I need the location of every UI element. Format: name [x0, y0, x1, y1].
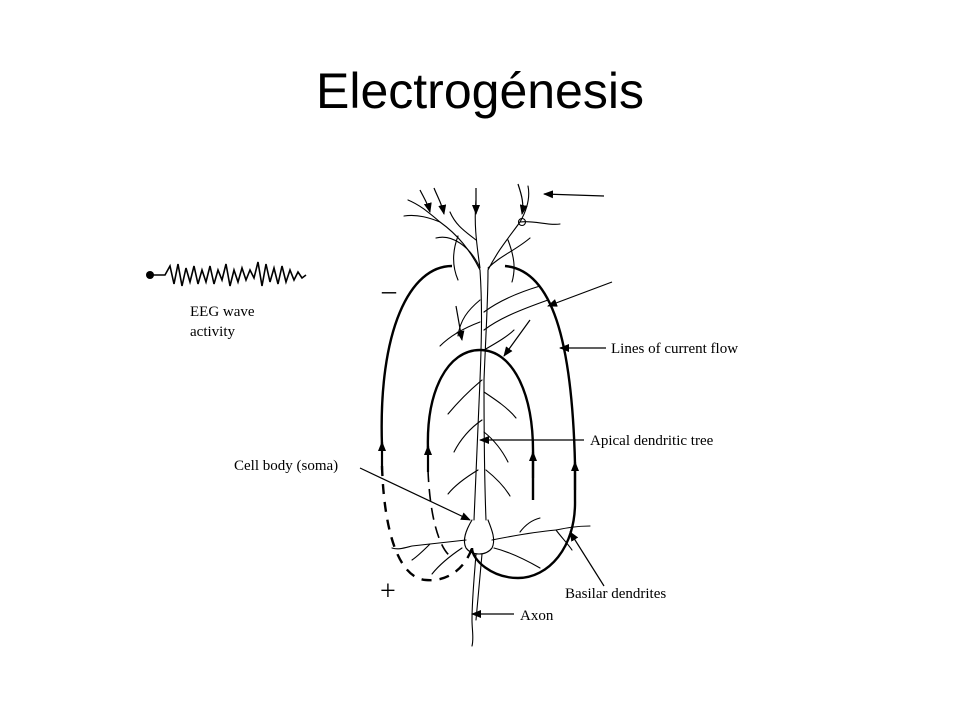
eeg-trace [150, 261, 307, 287]
basilar-pointer [569, 531, 605, 587]
soma-pointer [359, 467, 471, 521]
label-axon: Axon [520, 608, 554, 624]
negative-sign: _ [381, 266, 397, 297]
label-apical-dendritic-tree: Apical dendritic tree [590, 433, 714, 449]
label-lines-of-current-flow: Lines of current flow [611, 341, 738, 357]
inner-current-loop [426, 348, 535, 500]
label-cell-body-soma: Cell body (soma) [234, 458, 338, 474]
pyramidal-neuron [391, 185, 591, 647]
positive-sign: + [380, 576, 396, 607]
eeg-wave [146, 261, 307, 287]
slide-title: Electrogénesis [316, 63, 644, 119]
label-basilar-dendrites: Basilar dendrites [565, 586, 666, 602]
eeg-label-line2: activity [190, 324, 235, 340]
inner-loop-dashed [427, 469, 451, 557]
input-arrows [419, 183, 613, 357]
eeg-label-line1: EEG wave [190, 304, 255, 320]
outer-loop-dashed [380, 465, 474, 582]
